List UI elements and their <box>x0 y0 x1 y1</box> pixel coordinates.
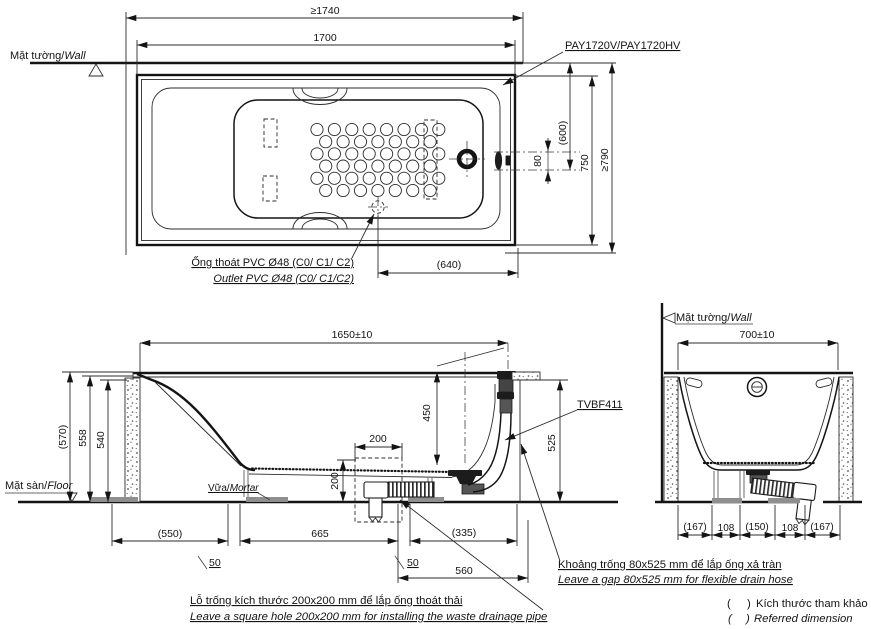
legend-paren-close-en: ) <box>744 613 750 625</box>
front-wall-column <box>124 377 141 503</box>
dim-height-540: 540 <box>95 431 107 449</box>
plan-pad-bottom <box>262 175 278 202</box>
dim-bottom-335: (335) <box>452 527 477 539</box>
hole-note-en: Leave a square hole 200x200 mm for insta… <box>190 611 547 623</box>
side-supports <box>712 471 800 503</box>
hole-note-leader <box>399 499 544 611</box>
legend-paren-close-vi: ) <box>747 598 751 610</box>
side-dimensions <box>677 339 841 540</box>
plan-model-leader <box>502 51 564 86</box>
legend-paren-open-en: ( <box>728 613 733 625</box>
front-floor-datum-triangle <box>66 492 78 503</box>
plan-basin <box>233 99 484 219</box>
front-section-view: 1650±10 (570) 558 540 Mặt sàn/Floor Vữa/… <box>5 329 623 583</box>
side-section-view: Mặt tường/Wall 700±10 (167) 108 (150) 10… <box>655 303 862 540</box>
notes: Khoảng trống 80x525 mm để lắp ống xả trà… <box>190 443 868 625</box>
dim-side-167-right: (167) <box>810 522 833 533</box>
mortar-leader <box>257 492 271 501</box>
plan-grab-handles <box>292 88 348 229</box>
dim-side-width: 700±10 <box>740 329 775 341</box>
plan-antislip-dots <box>310 122 446 198</box>
front-tub-profile <box>132 371 540 478</box>
side-drain-assembly <box>746 470 817 526</box>
plan-tub-outer-rect <box>135 73 517 247</box>
plan-pad-top <box>263 118 278 148</box>
legend-paren-open-vi: ( <box>727 598 731 610</box>
plan-dimensions <box>125 14 616 278</box>
hole-note-vi: Lỗ trống kích thước 200x200 mm để lắp ốn… <box>190 594 462 607</box>
dim-drain-from-wall: (600) <box>557 121 569 146</box>
plan-wall-datum-triangle <box>88 63 104 77</box>
dim-front-length: 1650±10 <box>332 329 373 341</box>
plan-view: ≥1740 1700 Mặt tường/Wall PAY1720V/PAY17… <box>10 5 681 285</box>
dim-gap-height: 525 <box>546 434 558 452</box>
dim-height-ref: (570) <box>57 425 69 450</box>
dim-tub-length: 1700 <box>313 32 337 44</box>
plan-outlet-leader <box>351 213 375 259</box>
plan-rim-inner <box>151 87 501 230</box>
dim-hole-width: 200 <box>369 433 387 445</box>
side-left-column <box>663 376 679 503</box>
dim-bottom-665: 665 <box>311 528 329 540</box>
dim-side-150: (150) <box>745 522 768 533</box>
outlet-label-en: Outlet PVC Ø48 (C0/ C1/C2) <box>213 273 354 285</box>
side-grips <box>685 377 833 388</box>
outlet-label-vi: Ống thoát PVC Ø48 (C0/ C1/ C2) <box>191 255 354 269</box>
plan-wall-label: Mặt tường/Wall <box>10 50 86 62</box>
front-floor-label: Mặt sàn/Floor <box>5 480 74 492</box>
dim-hole-height: 200 <box>329 472 341 490</box>
side-basin-shell <box>678 376 840 471</box>
mortar-label: Vữa/Mortar <box>208 483 259 494</box>
dim-bottom-560: 560 <box>455 565 473 577</box>
plan-outlet <box>368 197 388 217</box>
dim-offset-50-left: 50 <box>209 557 221 569</box>
front-right-deck <box>511 371 541 502</box>
dim-side-108-left: 108 <box>718 523 735 534</box>
legend: ( ) Kích thước tham khảo ( ) Referred di… <box>727 598 868 625</box>
plan-overflow <box>494 151 580 171</box>
side-wall-label: Mặt tường/Wall <box>676 312 752 324</box>
side-right-column <box>838 376 854 503</box>
front-dimensions <box>62 339 568 583</box>
dim-side-167-left: (167) <box>683 522 706 533</box>
dim-overflow-gap: 80 <box>532 155 544 167</box>
side-wall-datum-triangle <box>661 312 676 324</box>
front-drain-assembly <box>363 352 485 523</box>
side-drain-symbol <box>746 376 768 398</box>
gap-note-vi: Khoảng trống 80x525 mm để lắp ống xả trà… <box>558 558 782 571</box>
valve-label: TVBF411 <box>577 399 623 411</box>
dim-depth-450: 450 <box>421 404 433 422</box>
gap-note-leader <box>520 443 561 562</box>
model-label: PAY1720V/PAY1720HV <box>565 40 681 52</box>
dim-side-108-right: 108 <box>782 523 799 534</box>
dim-bottom-550: (550) <box>158 528 183 540</box>
dim-total-width: ≥790 <box>599 148 611 171</box>
valve-leader <box>504 409 578 441</box>
dim-offset-50-right: 50 <box>407 557 419 569</box>
gap-note-en: Leave a gap 80x525 mm for flexible drain… <box>558 574 793 586</box>
dim-total-length: ≥1740 <box>310 5 339 17</box>
dim-outlet-offset: (640) <box>437 259 462 271</box>
dim-height-558: 558 <box>77 429 89 447</box>
legend-label-vi: Kích thước tham khảo <box>756 598 868 610</box>
dim-tub-width: 750 <box>579 154 591 172</box>
plan-drain <box>449 141 485 177</box>
legend-label-en: Referred dimension <box>754 613 853 625</box>
